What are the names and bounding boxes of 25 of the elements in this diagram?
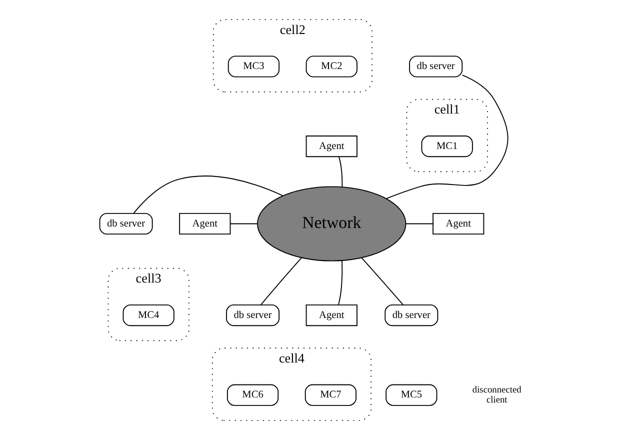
node-box: MC1 <box>421 136 473 158</box>
node-box: db server <box>409 56 463 78</box>
node-box: MC4 <box>122 304 174 326</box>
node-box: db server <box>384 304 438 326</box>
node-box: Agent <box>432 212 484 235</box>
node-box: MC5 <box>386 384 438 406</box>
connector <box>230 223 258 224</box>
connector <box>260 257 302 306</box>
node-box: Agent <box>179 212 231 235</box>
connector <box>405 223 434 224</box>
node-box: MC2 <box>306 56 358 78</box>
node-ellipse: Network <box>257 186 406 262</box>
node-box: Agent <box>306 136 358 158</box>
connector <box>386 74 508 199</box>
connector <box>133 176 284 214</box>
node-box: db server <box>99 212 153 235</box>
node-label: disconnected client <box>472 385 522 406</box>
node-box: MC3 <box>228 56 280 78</box>
node-box: MC6 <box>226 384 279 406</box>
node-box: db server <box>226 304 280 326</box>
connector <box>338 260 343 306</box>
node-box: Agent <box>306 304 358 326</box>
connector <box>338 156 343 188</box>
node-box: MC7 <box>304 384 357 406</box>
connector <box>361 257 404 306</box>
